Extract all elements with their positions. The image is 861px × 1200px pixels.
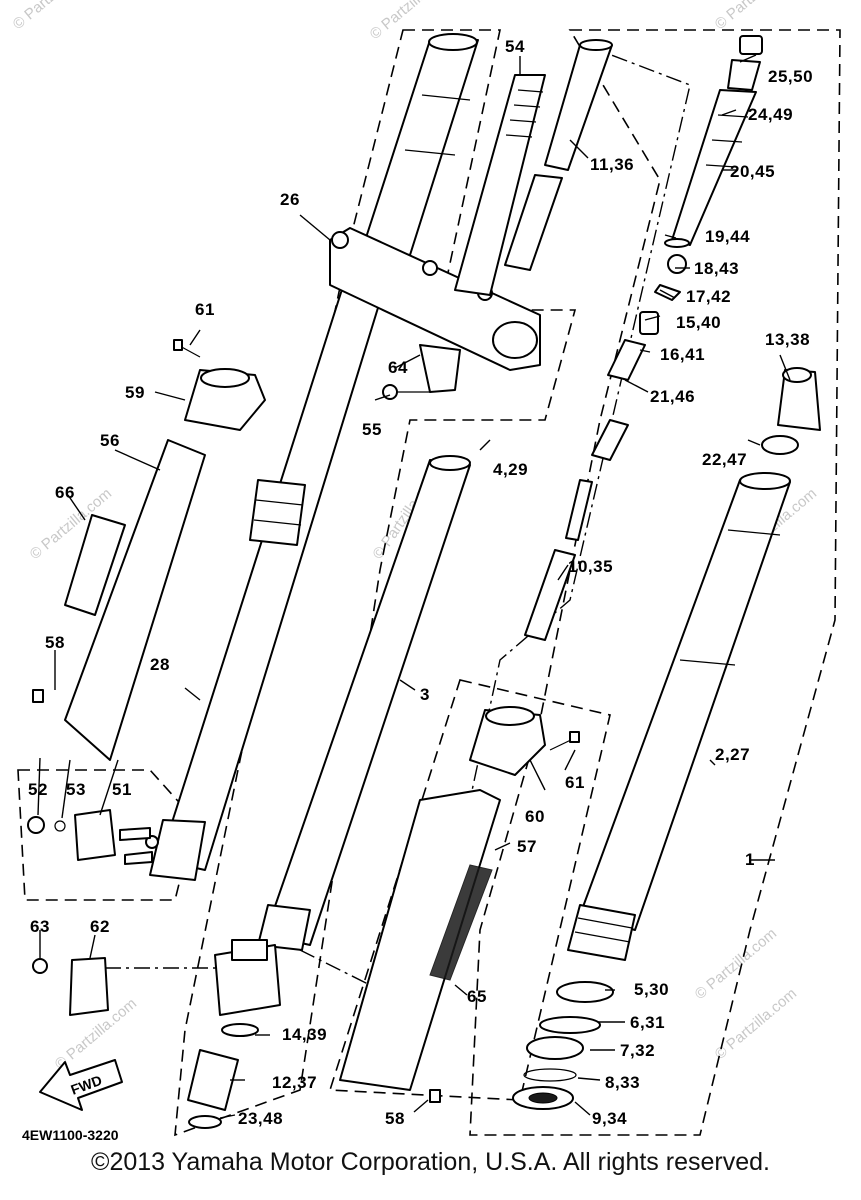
callout-11-36: 11,36 <box>590 155 634 174</box>
outer-tube-right <box>567 472 791 961</box>
callout-14-39: 14,39 <box>282 1025 327 1044</box>
base-valve <box>761 367 821 455</box>
callout-7-32: 7,32 <box>620 1041 655 1060</box>
hose-holders <box>27 344 461 1016</box>
callout-56: 56 <box>100 431 120 450</box>
callout-55: 55 <box>362 420 382 439</box>
callout-22-47: 22,47 <box>702 450 747 469</box>
callout-9-34: 9,34 <box>592 1109 627 1128</box>
callout-18-43: 18,43 <box>694 259 739 278</box>
callout-58-left: 58 <box>45 633 65 652</box>
callout-20-45: 20,45 <box>730 162 775 181</box>
damper-rod <box>524 35 763 641</box>
callout-57: 57 <box>517 837 537 856</box>
callout-21-46: 21,46 <box>650 387 695 406</box>
watermark: © Partzilla.com <box>712 0 800 33</box>
callout-58-bottom: 58 <box>385 1109 405 1128</box>
spacer-tube <box>504 39 613 271</box>
callout-16-41: 16,41 <box>660 345 705 364</box>
callout-64: 64 <box>388 358 408 377</box>
fwd-arrow: FWD <box>39 1059 123 1111</box>
callout-53: 53 <box>66 780 86 799</box>
callout-8-33: 8,33 <box>605 1073 640 1092</box>
callout-24-49: 24,49 <box>748 105 793 124</box>
clamps <box>184 368 546 776</box>
part-code: 4EW1100-3220 <box>22 1127 119 1140</box>
callout-54: 54 <box>505 37 525 56</box>
callout-17-42: 17,42 <box>686 287 731 306</box>
callout-2-27: 2,27 <box>715 745 750 764</box>
leader-lines <box>37 54 791 1119</box>
callout-65: 65 <box>467 987 487 1006</box>
callout-60: 60 <box>525 807 545 826</box>
callouts: 1 2,27 3 4,29 5,30 6,31 7,32 8,33 9,34 1… <box>28 37 813 1128</box>
callout-5-30: 5,30 <box>634 980 669 999</box>
callout-15-40: 15,40 <box>676 313 721 332</box>
callout-61-right: 61 <box>565 773 585 792</box>
callout-62: 62 <box>90 917 110 936</box>
callout-66: 66 <box>55 483 75 502</box>
callout-10-35: 10,35 <box>568 557 613 576</box>
sticker <box>64 514 126 616</box>
callout-28: 28 <box>150 655 170 674</box>
callout-25-50: 25,50 <box>768 67 813 86</box>
steering-shaft <box>454 74 546 296</box>
seals-stack <box>512 981 614 1110</box>
callout-52: 52 <box>28 780 48 799</box>
callout-61-top: 61 <box>195 300 215 319</box>
lower-components <box>187 1023 259 1129</box>
bolts <box>32 339 580 1103</box>
callout-3: 3 <box>420 685 430 704</box>
callout-26: 26 <box>280 190 300 209</box>
inner-tube-left <box>214 455 471 1016</box>
callout-13-38: 13,38 <box>765 330 810 349</box>
fork-guards <box>64 439 501 1091</box>
callout-1: 1 <box>745 850 755 869</box>
copyright-notice: ©2013 Yamaha Motor Corporation, U.S.A. A… <box>91 1148 770 1176</box>
callout-59: 59 <box>125 383 145 402</box>
callout-51: 51 <box>112 780 132 799</box>
callout-19-44: 19,44 <box>705 227 750 246</box>
callout-23-48: 23,48 <box>238 1109 283 1128</box>
callout-12-37: 12,37 <box>272 1073 317 1092</box>
callout-6-31: 6,31 <box>630 1013 665 1032</box>
callout-4-29: 4,29 <box>493 460 528 479</box>
watermark: © Partzilla.com <box>10 0 98 33</box>
callout-63: 63 <box>30 917 50 936</box>
exploded-parts-diagram: © Partzilla.com © Partzilla.com © Partzi… <box>10 0 841 1140</box>
watermark: © Partzilla.com <box>712 985 800 1063</box>
